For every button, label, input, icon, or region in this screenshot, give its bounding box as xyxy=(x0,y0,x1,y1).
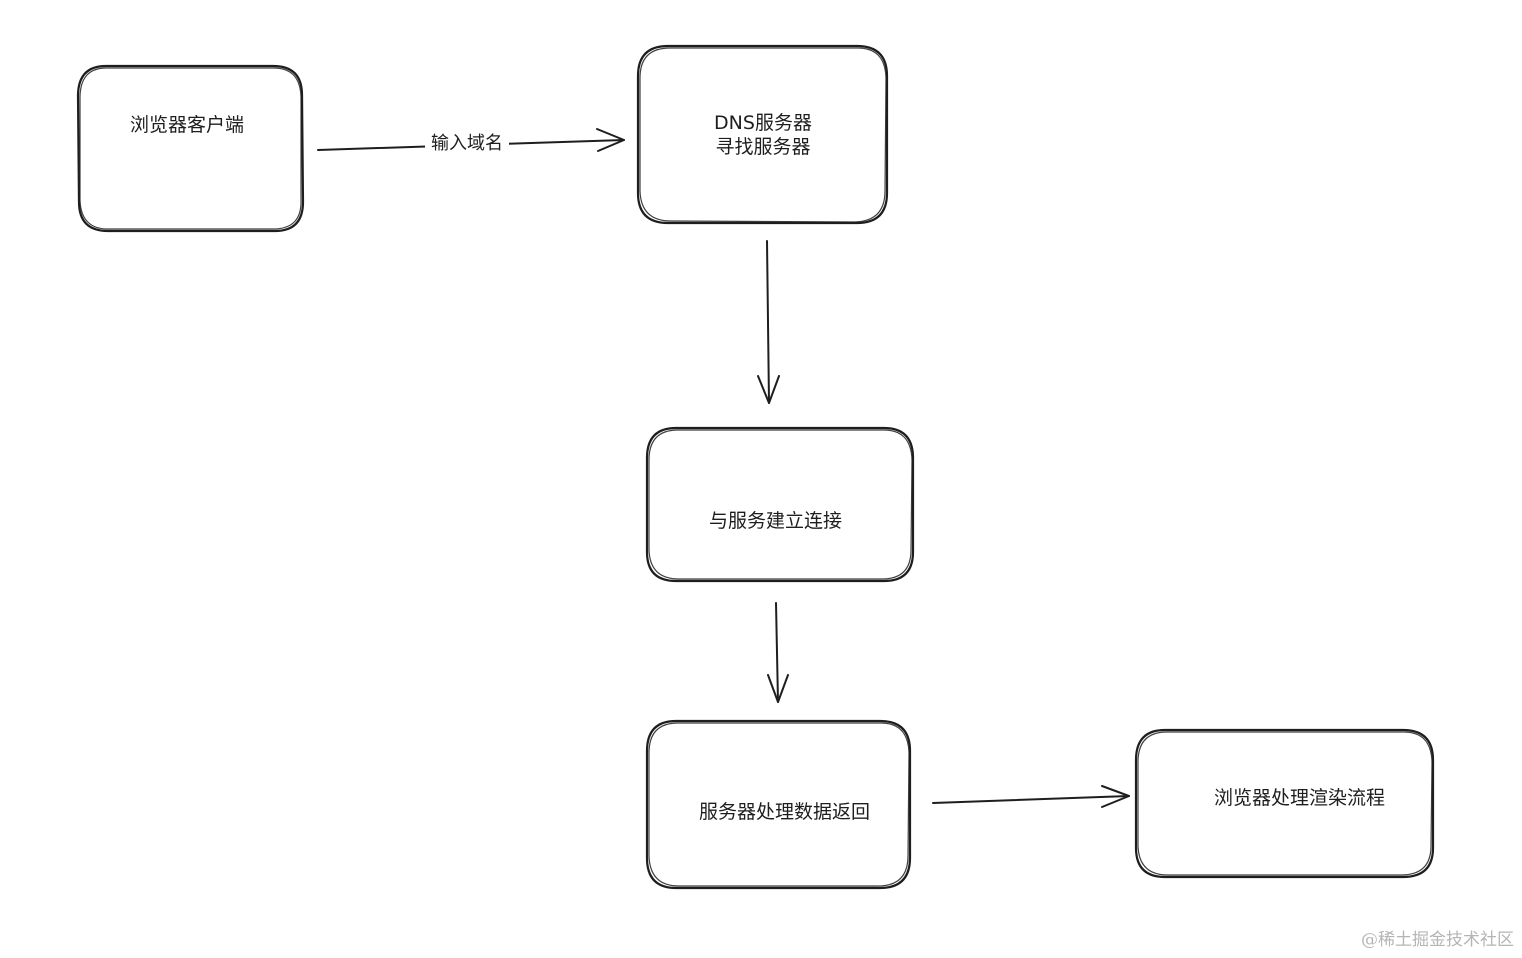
node-dns-server-label-line1: DNS服务器 xyxy=(714,112,812,134)
node-dns-server-label: DNS服务器 寻找服务器 xyxy=(688,111,838,159)
node-browser-render-label: 浏览器处理渲染流程 xyxy=(1214,787,1386,809)
node-browser-render[interactable] xyxy=(1134,728,1435,879)
edge-client-to-dns-label: 输入域名 xyxy=(425,132,509,156)
edge-dns-to-connection[interactable] xyxy=(757,240,780,404)
node-establish-connection-label: 与服务建立连接 xyxy=(709,510,843,532)
node-browser-client[interactable] xyxy=(76,64,305,233)
watermark: @稀土掘金技术社区 xyxy=(1361,930,1514,950)
node-server-process[interactable] xyxy=(645,719,912,890)
node-dns-server-label-line2: 寻找服务器 xyxy=(715,136,811,158)
node-dns-server[interactable] xyxy=(636,44,889,225)
edge-process-to-render[interactable] xyxy=(932,785,1130,808)
node-establish-connection[interactable] xyxy=(645,426,915,583)
node-server-process-label: 服务器处理数据返回 xyxy=(699,801,871,823)
node-browser-client-label: 浏览器客户端 xyxy=(130,114,245,136)
edge-connection-to-process[interactable] xyxy=(767,602,789,703)
